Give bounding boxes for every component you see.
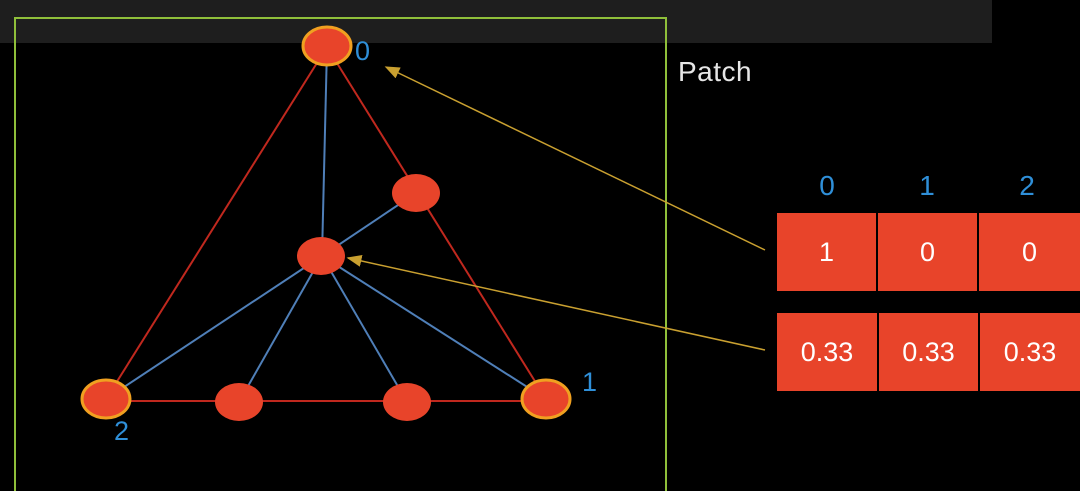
inner-edges bbox=[105, 46, 547, 403]
edge-center-bottomleft bbox=[238, 255, 323, 403]
weight-cell: 0.33 bbox=[777, 313, 877, 391]
weight-cell: 0.33 bbox=[879, 313, 978, 391]
edge-v0-v2 bbox=[105, 46, 328, 400]
weight-cell: 0 bbox=[979, 213, 1080, 291]
top-bar bbox=[0, 0, 992, 43]
edge-center-bottomright bbox=[321, 255, 408, 403]
column-header-1: 1 bbox=[919, 170, 935, 201]
arrow-to-center bbox=[346, 255, 766, 351]
weight-cell: 1 bbox=[777, 213, 876, 291]
node-vertex-2 bbox=[80, 378, 132, 420]
vertex-label-0: 0 bbox=[355, 36, 371, 66]
edge-center-top bbox=[321, 46, 328, 257]
edge-center-v2 bbox=[105, 255, 323, 400]
weight-cell: 0 bbox=[878, 213, 977, 291]
arrow-to-vertex-0 bbox=[384, 66, 766, 251]
column-header-2: 2 bbox=[1019, 170, 1035, 201]
patch-border bbox=[14, 17, 667, 491]
weight-cell: 0.33 bbox=[980, 313, 1080, 391]
vertex-label-2: 2 bbox=[114, 416, 130, 446]
node-bottom-left bbox=[215, 383, 263, 421]
patch-label: Patch bbox=[678, 56, 753, 87]
edge-center-v1 bbox=[321, 255, 547, 400]
edge-v0-v1 bbox=[326, 46, 547, 400]
node-bottom-right bbox=[383, 383, 431, 421]
node-center bbox=[297, 237, 345, 275]
nodes bbox=[80, 25, 572, 421]
outer-edges bbox=[105, 46, 547, 402]
vertex-label-1: 1 bbox=[582, 367, 598, 397]
column-header-0: 0 bbox=[819, 170, 835, 201]
node-vertex-1 bbox=[520, 378, 572, 420]
node-mid-right-edge bbox=[392, 174, 440, 212]
node-vertex-0 bbox=[301, 25, 353, 67]
